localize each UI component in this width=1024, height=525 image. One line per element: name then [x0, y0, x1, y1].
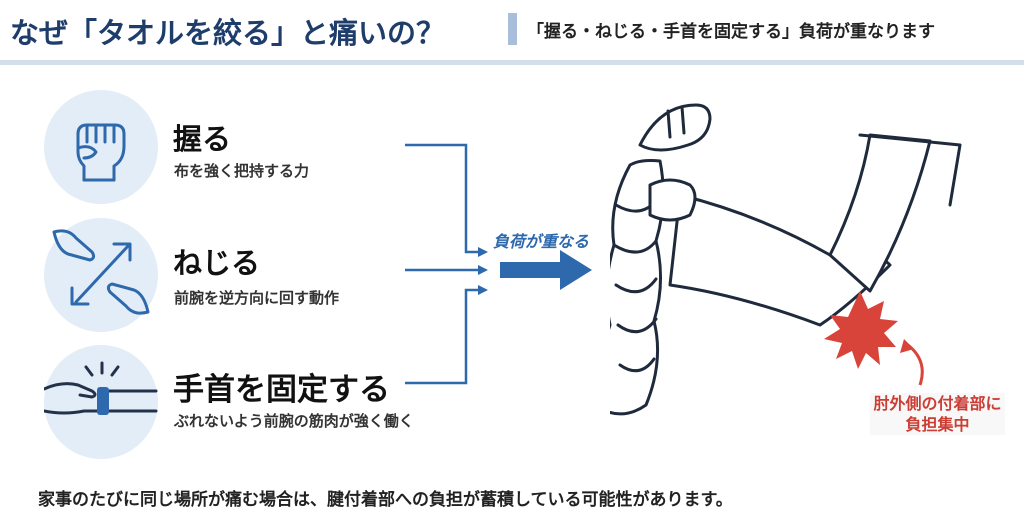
step-title-grip: 握る [173, 122, 232, 156]
merge-label: 負荷が重なる [493, 232, 590, 251]
footer-note: 家事のたびに同じ場所が痛む場合は、腱付着部への負担が蓄積している可能性があります… [38, 490, 733, 510]
pain-burst-icon [824, 291, 898, 369]
subtitle-accent-bar [508, 13, 517, 45]
pain-callout-line2: 負担集中 [905, 415, 970, 434]
step-desc-twist: 前腕を逆方向に回す動作 [174, 289, 340, 307]
header-divider [0, 60, 1024, 65]
towel-wringing-illustration [610, 103, 962, 416]
header: なぜ「タオルを絞る」と痛いの？ 「握る・ねじる・手首を固定する」負荷が重なります [0, 0, 1024, 65]
wrist-fixed-icon [44, 345, 158, 459]
step-desc-fix-wrist: ぶれないよう前腕の筋肉が強く働く [174, 412, 414, 430]
fist-icon [44, 90, 158, 204]
step-title-fix-wrist: 手首を固定する [173, 372, 390, 408]
pain-callout-line1: 肘外側の付着部に [873, 394, 1002, 413]
page-subtitle: 「握る・ねじる・手首を固定する」負荷が重なります [527, 22, 935, 42]
pain-callout: 肘外側の付着部に 負担集中 [870, 393, 1005, 435]
step-desc-grip: 布を強く把持する力 [174, 162, 310, 180]
page-title: なぜ「タオルを絞る」と痛いの？ [10, 16, 446, 50]
twist-arrows-icon [44, 218, 158, 332]
big-right-arrow [500, 250, 592, 290]
step-title-twist: ねじる [173, 246, 261, 280]
